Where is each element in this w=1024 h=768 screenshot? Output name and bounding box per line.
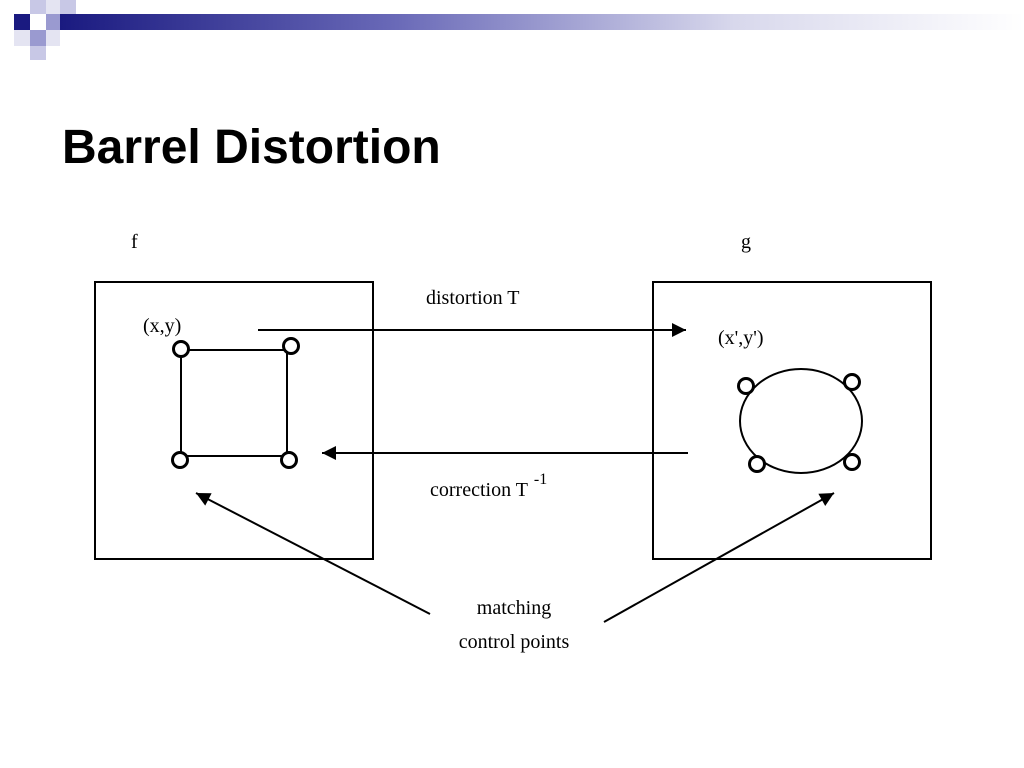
distortion-label: distortion T: [426, 287, 520, 309]
callout-pointer-left: [195, 492, 431, 615]
source-control-point: [280, 451, 298, 469]
header-square: [46, 14, 60, 30]
correction-label-superscript: -1: [534, 471, 547, 488]
source-image-label: f: [131, 231, 138, 253]
target-image-label: g: [741, 231, 751, 253]
header-square: [46, 30, 60, 46]
source-grid-square: [180, 349, 288, 457]
target-point-label: (x',y'): [718, 327, 764, 349]
header-decoration: [14, 0, 1024, 60]
source-control-point: [172, 340, 190, 358]
header-square: [30, 46, 46, 60]
header-square: [60, 0, 76, 14]
target-control-point: [737, 377, 755, 395]
source-image-frame: [94, 281, 374, 560]
header-square: [14, 14, 30, 30]
target-image-frame: [652, 281, 932, 560]
correction-label: correction T -1: [430, 471, 547, 501]
callout-line-2: control points: [459, 631, 570, 653]
callout-pointer-right: [603, 492, 835, 623]
target-control-point: [748, 455, 766, 473]
callout-line-1: matching: [477, 597, 551, 619]
source-control-point: [282, 337, 300, 355]
header-square: [46, 0, 60, 14]
target-distorted-shape: [739, 368, 863, 474]
target-control-point: [843, 453, 861, 471]
source-point-label: (x,y): [143, 315, 181, 337]
target-control-point: [843, 373, 861, 391]
correction-label-text: correction T: [430, 479, 528, 501]
header-square: [14, 30, 30, 46]
header-square: [30, 30, 46, 46]
source-control-point: [171, 451, 189, 469]
header-gradient-band: [60, 14, 1024, 30]
header-square: [30, 0, 46, 14]
slide-title: Barrel Distortion: [62, 121, 441, 174]
